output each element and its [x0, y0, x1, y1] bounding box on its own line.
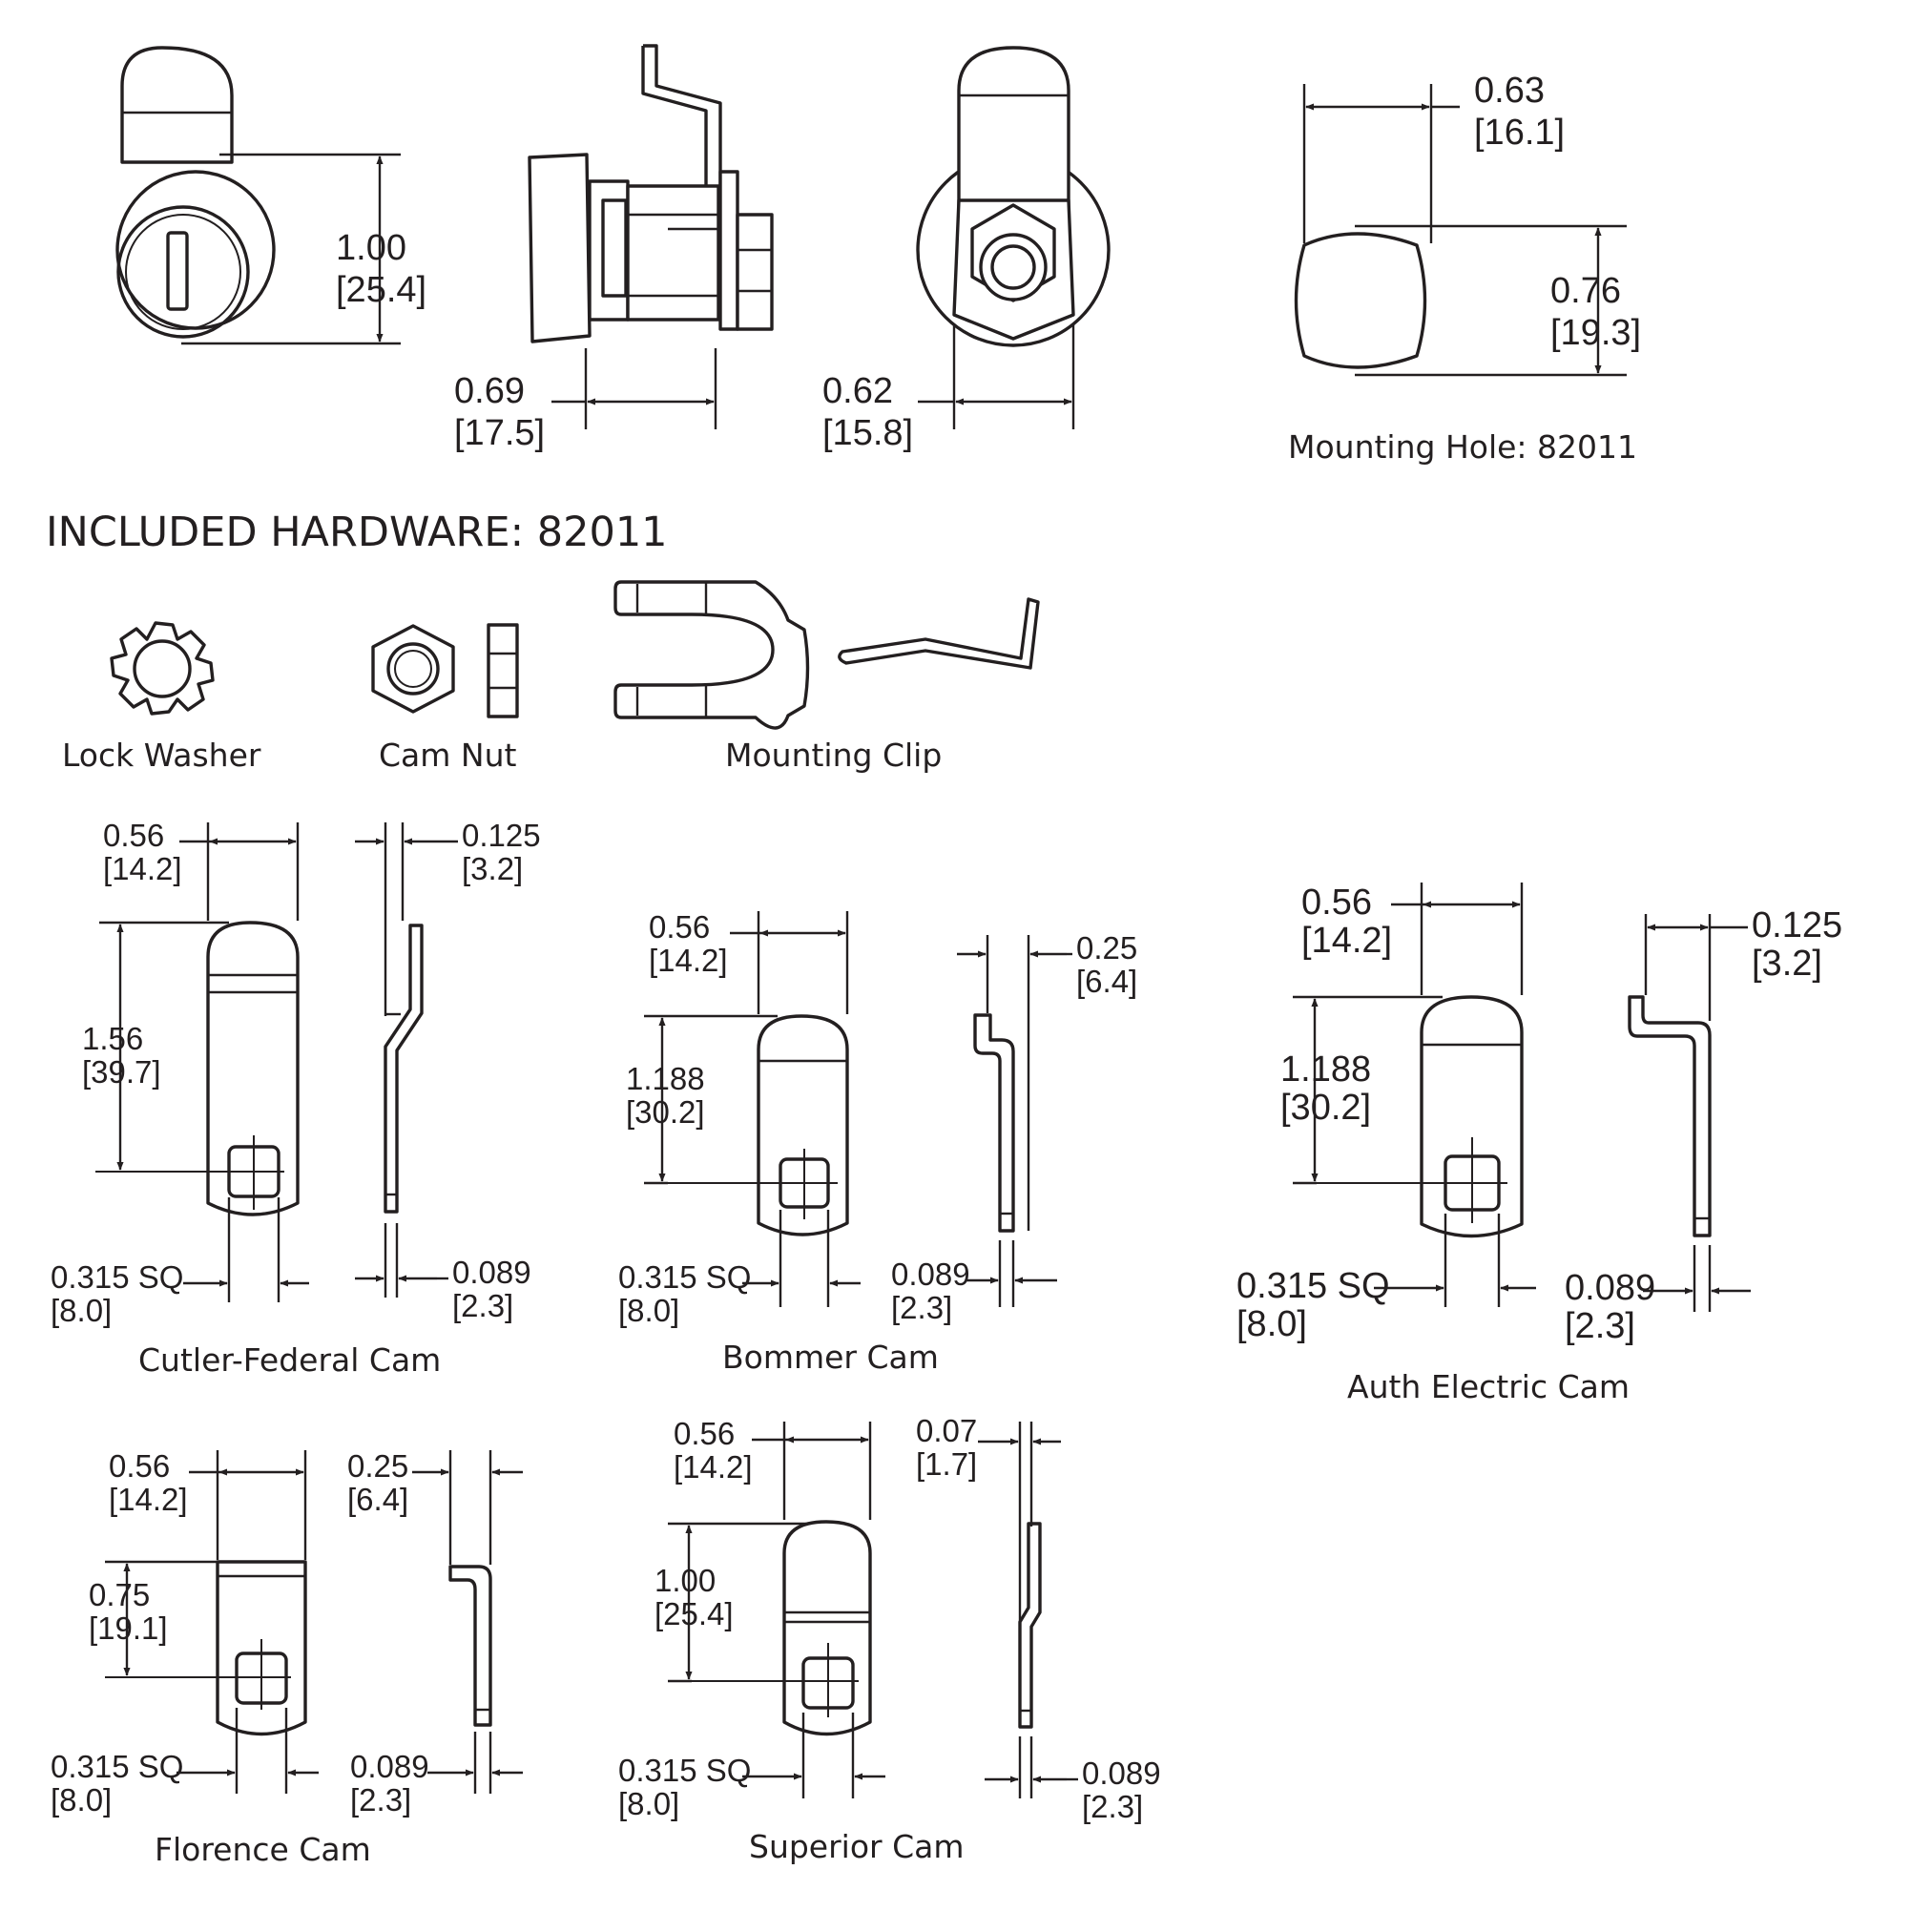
auth-material-value: 0.089 [1565, 1268, 1655, 1308]
cutler-thickness-value: 0.125 [462, 818, 541, 853]
lock-side-view: 0.69 [17.5] [454, 44, 774, 453]
florence-square-metric: [8.0] [51, 1782, 112, 1818]
side-depth-metric: [17.5] [454, 413, 545, 453]
hole-height-metric: [19.3] [1550, 313, 1641, 353]
lock-rear-view: 0.62 [15.8] [822, 46, 1111, 453]
superior-square-value: 0.315 SQ [618, 1753, 751, 1788]
florence-width-value: 0.56 [109, 1448, 170, 1484]
cutler-square-value: 0.315 SQ [51, 1259, 183, 1295]
cutler-width-metric: [14.2] [103, 851, 182, 886]
bommer-thickness-metric: [6.4] [1076, 964, 1137, 999]
auth-length-value: 1.188 [1280, 1049, 1371, 1090]
bommer-width-value: 0.56 [649, 909, 710, 945]
cutler-federal-caption: Cutler-Federal Cam [138, 1341, 441, 1379]
auth-width-value: 0.56 [1301, 883, 1372, 923]
rear-width-metric: [15.8] [822, 413, 913, 453]
bommer-square-metric: [8.0] [618, 1293, 679, 1328]
cutler-material-metric: [2.3] [452, 1288, 513, 1323]
lock-front-view: 1.00 [25.4] [115, 46, 426, 345]
hole-width-metric: [16.1] [1474, 113, 1565, 153]
florence-length-value: 0.75 [89, 1577, 150, 1612]
cutler-federal-cam-diagram: 0.56 [14.2] 1.56 [39.7] 0.125 [3.2] 0.31… [51, 818, 541, 1379]
bommer-material-metric: [2.3] [891, 1290, 952, 1325]
bommer-thickness-value: 0.25 [1076, 930, 1137, 966]
florence-material-metric: [2.3] [350, 1782, 411, 1818]
bommer-cam-diagram: 0.56 [14.2] 1.188 [30.2] 0.25 [6.4] 0.31… [618, 909, 1137, 1376]
superior-material-metric: [2.3] [1082, 1789, 1143, 1824]
auth-material-metric: [2.3] [1565, 1306, 1635, 1346]
bommer-caption: Bommer Cam [722, 1339, 939, 1376]
superior-length-metric: [25.4] [654, 1596, 734, 1631]
bommer-length-metric: [30.2] [626, 1094, 705, 1130]
auth-width-metric: [14.2] [1301, 921, 1392, 961]
cutler-length-metric: [39.7] [82, 1054, 161, 1090]
florence-width-metric: [14.2] [109, 1482, 188, 1517]
mounting-hole-diagram: 0.63 [16.1] 0.76 [19.3] Mounting Hole: 8… [1288, 71, 1641, 466]
superior-length-value: 1.00 [654, 1563, 716, 1598]
superior-thickness-value: 0.07 [916, 1413, 977, 1448]
superior-caption: Superior Cam [749, 1828, 965, 1865]
cam-nut-illustration [371, 623, 519, 718]
auth-length-metric: [30.2] [1280, 1088, 1371, 1128]
lock-washer-label: Lock Washer [62, 737, 261, 774]
florence-material-value: 0.089 [350, 1749, 429, 1784]
front-height-value: 1.00 [336, 228, 406, 268]
lock-washer-illustration [110, 621, 215, 716]
side-depth-value: 0.69 [454, 371, 525, 411]
florence-square-value: 0.315 SQ [51, 1749, 183, 1784]
rear-width-value: 0.62 [822, 371, 893, 411]
superior-cam-diagram: 0.56 [14.2] 1.00 [25.4] 0.07 [1.7] 0.315… [618, 1413, 1161, 1865]
cutler-length-value: 1.56 [82, 1021, 143, 1056]
superior-thickness-metric: [1.7] [916, 1446, 977, 1482]
auth-square-value: 0.315 SQ [1236, 1266, 1390, 1306]
superior-material-value: 0.089 [1082, 1755, 1161, 1791]
auth-square-metric: [8.0] [1236, 1304, 1307, 1344]
hole-height-value: 0.76 [1550, 271, 1621, 311]
mounting-clip-illustration [613, 580, 1040, 730]
cutler-material-value: 0.089 [452, 1255, 531, 1290]
cam-nut-label: Cam Nut [379, 737, 517, 774]
auth-electric-caption: Auth Electric Cam [1347, 1368, 1630, 1405]
front-height-metric: [25.4] [336, 270, 426, 310]
bommer-square-value: 0.315 SQ [618, 1259, 751, 1295]
superior-width-value: 0.56 [674, 1416, 735, 1451]
cutler-thickness-metric: [3.2] [462, 851, 523, 886]
hardware-heading: INCLUDED HARDWARE: 82011 [46, 509, 668, 556]
florence-thickness-metric: [6.4] [347, 1482, 408, 1517]
superior-square-metric: [8.0] [618, 1786, 679, 1821]
mounting-clip-label: Mounting Clip [725, 737, 942, 774]
florence-thickness-value: 0.25 [347, 1448, 408, 1484]
florence-length-metric: [19.1] [89, 1610, 168, 1646]
mounting-hole-caption: Mounting Hole: 82011 [1288, 428, 1637, 466]
cutler-width-value: 0.56 [103, 818, 164, 853]
bommer-length-value: 1.188 [626, 1061, 705, 1096]
florence-cam-diagram: 0.56 [14.2] 0.75 [19.1] 0.25 [6.4] 0.315… [51, 1448, 523, 1868]
auth-thickness-metric: [3.2] [1752, 944, 1822, 984]
auth-thickness-value: 0.125 [1752, 905, 1842, 945]
auth-electric-cam-diagram: 0.56 [14.2] 1.188 [30.2] 0.125 [3.2] 0.3… [1236, 883, 1842, 1405]
bommer-material-value: 0.089 [891, 1257, 970, 1292]
florence-caption: Florence Cam [155, 1831, 371, 1868]
cutler-square-metric: [8.0] [51, 1293, 112, 1328]
hole-width-value: 0.63 [1474, 71, 1545, 111]
superior-width-metric: [14.2] [674, 1449, 753, 1485]
bommer-width-metric: [14.2] [649, 943, 728, 978]
